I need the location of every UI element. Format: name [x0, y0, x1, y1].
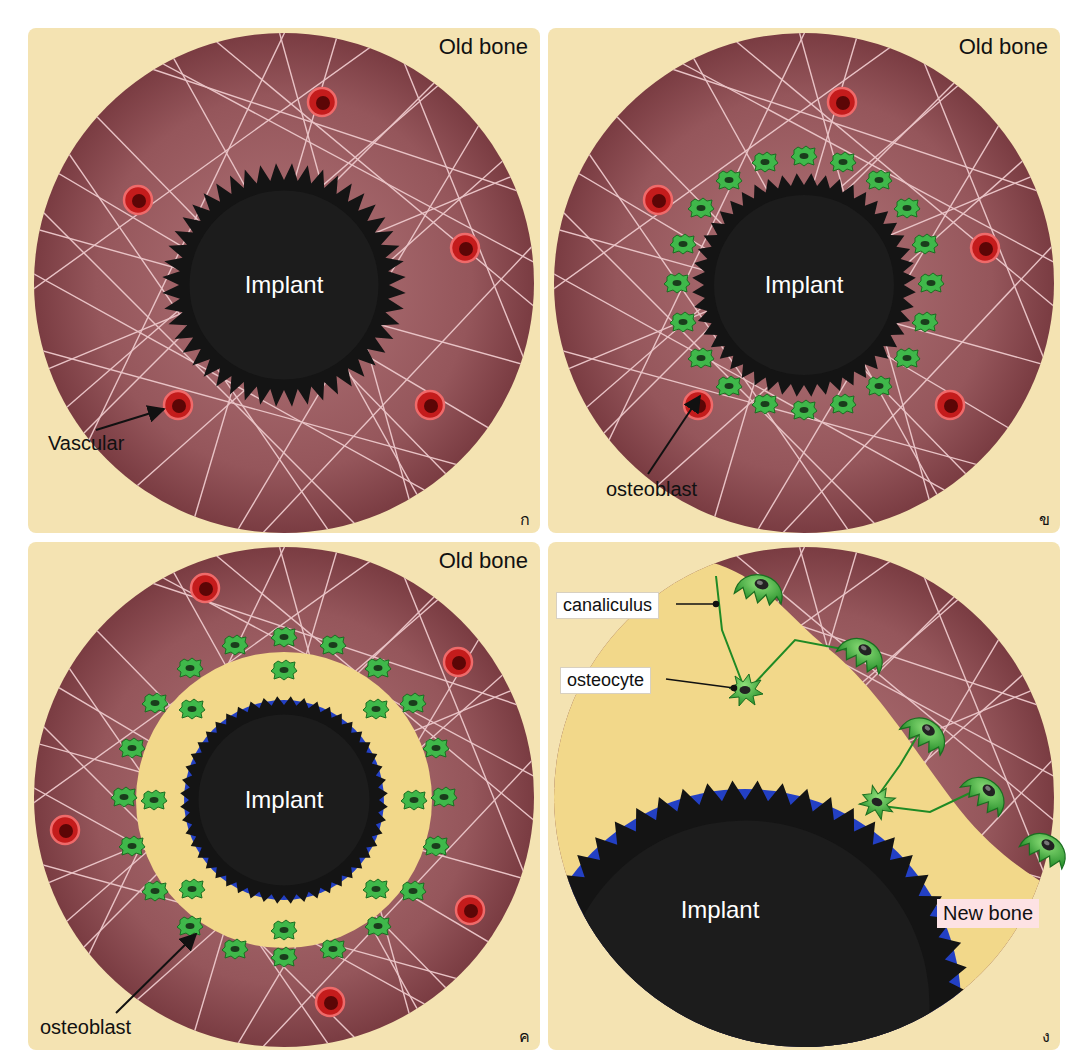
stage-panel: Old bone ข Implant: [548, 28, 1060, 533]
canaliculus-lines: [716, 576, 972, 812]
implant-label: Implant: [245, 271, 324, 299]
stage-panel: Old bone ก Implant: [28, 28, 540, 533]
new-bone: [136, 652, 432, 948]
stage-panel: Old bone ค Implant: [28, 542, 540, 1050]
implant-core: [199, 715, 370, 886]
osteoblast-cells: [111, 627, 457, 967]
part-label: osteoblast: [40, 1016, 131, 1039]
bone-disc: [534, 13, 1074, 553]
region-label: Old bone: [439, 34, 528, 59]
implant-threads: [180, 696, 388, 904]
bone-disc: [14, 527, 554, 1064]
implant-threads: [520, 780, 969, 1064]
implant-body: Implant: [520, 780, 970, 1064]
implant-label: Implant: [245, 786, 324, 814]
implant-body: Implant: [180, 696, 388, 904]
panel-letter: ข: [1039, 511, 1050, 529]
panel-letter: ค: [519, 1028, 530, 1046]
implant-core: [561, 821, 930, 1064]
implant-label: Implant: [765, 271, 844, 299]
part-label: canaliculus: [556, 592, 659, 619]
part-label: Vascular: [48, 432, 124, 455]
part-label: osteoblast: [606, 478, 697, 501]
implant-core: [190, 191, 379, 380]
bone-disc: [14, 13, 554, 553]
panel-letter: ก: [520, 511, 530, 529]
implant-threads: [162, 163, 405, 406]
implant-coating: [529, 789, 961, 1064]
osteoblast-cells: [664, 146, 944, 420]
implant-label: Implant: [681, 896, 760, 924]
region-label: Old bone: [959, 34, 1048, 59]
implant-body: Implant: [692, 173, 916, 397]
implant-core: [714, 195, 894, 375]
part-label: osteocyte: [560, 667, 651, 694]
region-label: Old bone: [439, 548, 528, 573]
leader-line: [666, 602, 737, 691]
panel-letter: ง: [1042, 1028, 1050, 1046]
part-label: New bone: [937, 899, 1039, 928]
implant-body: Implant: [162, 163, 406, 407]
implant-coating: [184, 700, 384, 900]
implant-threads: [692, 173, 916, 397]
